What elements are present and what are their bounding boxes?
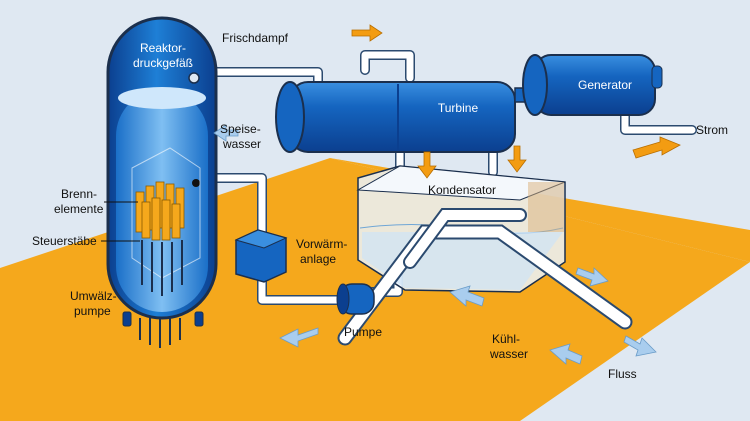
fuel-elements: [135, 181, 185, 241]
flow-arrow-right: [351, 24, 383, 42]
control-rods-label: Steuerstäbe: [32, 234, 97, 248]
flow-arrow-right: [575, 267, 609, 287]
cooling-water-label-line2: wasser: [489, 347, 528, 361]
orange-flow-arrows: [351, 24, 681, 179]
condenser-label: Kondensator: [428, 183, 496, 197]
circ-pump-label-line1: Umwälz-: [70, 289, 117, 303]
flow-arrow-right: [623, 335, 657, 357]
live-steam-label: Frischdampf: [222, 31, 289, 45]
power-label: Strom: [696, 123, 728, 137]
turbine-label: Turbine: [438, 101, 479, 115]
flow-arrow-left: [549, 343, 583, 365]
preheater-label-line1: Vorwärm-: [296, 237, 347, 251]
reactor-label-line2: druckgefäß: [133, 56, 193, 70]
cooling-water-label-line1: Kühl-: [492, 332, 520, 346]
generator: Generator: [522, 54, 663, 116]
fuel-label-line2: elemente: [54, 202, 104, 216]
preheater-label-line2: anlage: [300, 252, 336, 266]
turbine: Turbine: [275, 81, 516, 153]
flow-arrow-left: [213, 124, 239, 142]
reactor-pressure-vessel: Reaktor- druckgefäß: [106, 16, 218, 348]
flow-arrow-down: [417, 151, 437, 179]
circ-pump-label-line2: pumpe: [74, 304, 111, 318]
fuel-label-line1: Brenn-: [61, 187, 97, 201]
reactor-label-line1: Reaktor-: [140, 41, 186, 55]
flow-arrow-left: [449, 285, 485, 307]
pump-label: Pumpe: [344, 325, 382, 339]
circulation-pump-left: [122, 311, 132, 327]
flow-arrow-down: [507, 145, 527, 173]
feed-pump: [336, 283, 375, 315]
feedwater-label-line2: wasser: [222, 137, 261, 151]
river-label: Fluss: [608, 367, 637, 381]
generator-label: Generator: [578, 78, 632, 92]
flow-arrow-right: [632, 136, 681, 159]
cooling-water-pipes: [337, 208, 633, 346]
blue-flow-arrows: [213, 124, 657, 365]
preheater: Vorwärm- anlage: [234, 229, 347, 283]
control-rods: [139, 240, 183, 348]
flow-arrow-left: [279, 327, 319, 348]
circulation-pump-right: [194, 311, 204, 327]
feedwater-label-line1: Speise-: [220, 122, 261, 136]
